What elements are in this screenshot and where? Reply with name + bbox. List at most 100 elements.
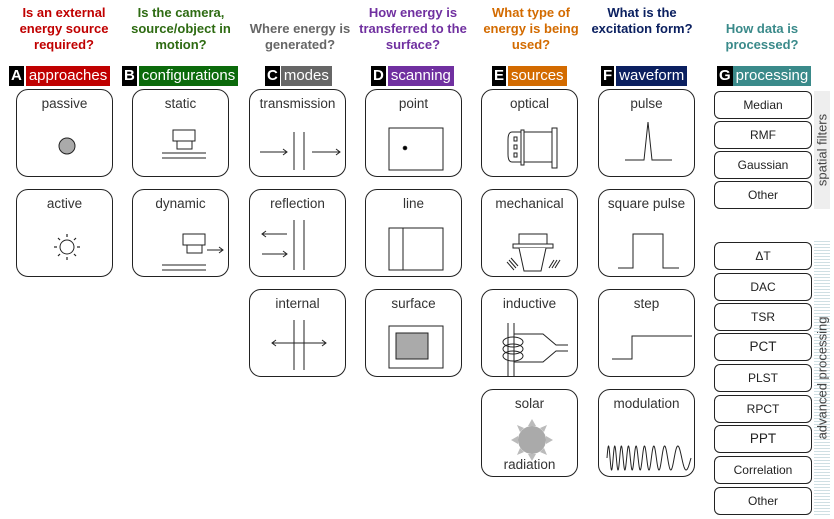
letter-b: B	[122, 66, 137, 86]
method-pct-button[interactable]: PCT	[714, 333, 812, 361]
letter-a: A	[9, 66, 24, 86]
method-rpct-button[interactable]: RPCT	[714, 395, 812, 423]
question-b: Is the camera, source/object in motion?	[131, 5, 231, 52]
card-title: internal	[275, 296, 320, 311]
card-title: mechanical	[495, 196, 564, 211]
label-text-b: configurations	[138, 66, 239, 86]
letter-d: D	[371, 66, 386, 86]
method-rmf-button[interactable]: RMF	[714, 121, 812, 149]
label-text-g: processing	[732, 66, 812, 86]
passive-dot-icon	[58, 137, 76, 155]
letter-e: E	[492, 66, 507, 86]
question-c: Where energy is generated?	[249, 21, 351, 52]
optical-lamp-icon	[507, 127, 558, 169]
card-optical[interactable]: optical	[481, 89, 578, 177]
label-text-d: scanning	[387, 66, 454, 86]
modulation-wave-icon	[606, 445, 692, 471]
card-dynamic[interactable]: dynamic	[132, 189, 229, 277]
question-d: How energy is transferred to the surface…	[359, 5, 467, 52]
card-title: reflection	[270, 196, 325, 211]
card-title: dynamic	[155, 196, 206, 211]
method-tsr-button[interactable]: TSR	[714, 303, 812, 331]
card-title: surface	[391, 296, 436, 311]
method-other-filter-button[interactable]: Other	[714, 181, 812, 209]
dynamic-camera-icon	[162, 233, 224, 271]
method-dac-button[interactable]: DAC	[714, 273, 812, 301]
surface-scan-icon	[388, 325, 444, 369]
card-title: solar	[514, 396, 545, 411]
reflection-icon	[261, 220, 305, 270]
active-sun-icon	[54, 234, 80, 260]
card-surface[interactable]: surface	[365, 289, 462, 377]
card-modulation[interactable]: modulation	[598, 389, 695, 477]
card-solar[interactable]: solar radiation	[481, 389, 578, 477]
static-camera-icon	[162, 129, 206, 159]
pulse-wave-icon	[625, 121, 672, 161]
question-f: What is the excitation form?	[591, 5, 693, 36]
card-square-pulse[interactable]: square pulse	[598, 189, 695, 277]
card-title: static	[164, 96, 197, 111]
card-title: modulation	[613, 396, 680, 411]
card-title: passive	[41, 96, 88, 111]
spatial-filters-band: spatial filters	[814, 91, 830, 209]
label-text-c: modes	[280, 66, 332, 86]
spatial-filters-title: spatial filters	[814, 113, 830, 187]
method-correlation-button[interactable]: Correlation	[714, 456, 812, 484]
method-delta-t-button[interactable]: ΔT	[714, 242, 812, 270]
card-title: square pulse	[607, 196, 686, 211]
label-text-e: sources	[508, 66, 567, 86]
question-e: What type of energy is being used?	[483, 5, 579, 52]
card-title: step	[633, 296, 660, 311]
line-scan-icon	[388, 227, 444, 271]
internal-icon	[271, 320, 327, 370]
card-internal[interactable]: internal	[249, 289, 346, 377]
method-plst-button[interactable]: PLST	[714, 364, 812, 392]
solar-sun-icon	[511, 419, 553, 461]
card-step[interactable]: step	[598, 289, 695, 377]
card-point[interactable]: point	[365, 89, 462, 177]
card-title: line	[402, 196, 424, 211]
card-title: point	[398, 96, 429, 111]
card-subtitle: radiation	[503, 457, 556, 472]
letter-f: F	[601, 66, 615, 86]
letter-g: G	[717, 66, 733, 86]
card-reflection[interactable]: reflection	[249, 189, 346, 277]
method-median-button[interactable]: Median	[714, 91, 812, 119]
question-a: Is an external energy source required?	[19, 5, 109, 52]
card-title: inductive	[502, 296, 557, 311]
step-wave-icon	[612, 335, 692, 360]
card-static[interactable]: static	[132, 89, 229, 177]
card-title: active	[46, 196, 83, 211]
mechanical-shaker-icon	[506, 233, 561, 272]
card-title: transmission	[259, 96, 336, 111]
transmission-icon	[260, 132, 341, 170]
advanced-processing-band: advanced processing	[814, 241, 830, 515]
advanced-processing-title: advanced processing	[814, 316, 830, 440]
card-transmission[interactable]: transmission	[249, 89, 346, 177]
card-line[interactable]: line	[365, 189, 462, 277]
card-title: pulse	[630, 96, 663, 111]
label-text-a: approaches	[25, 66, 111, 86]
method-ppt-button[interactable]: PPT	[714, 425, 812, 453]
card-mechanical[interactable]: mechanical	[481, 189, 578, 277]
question-g: How data is processed?	[725, 21, 799, 52]
card-pulse[interactable]: pulse	[598, 89, 695, 177]
card-title: optical	[509, 96, 550, 111]
inductive-coil-icon	[502, 323, 568, 376]
card-active[interactable]: active	[16, 189, 113, 277]
card-passive[interactable]: passive	[16, 89, 113, 177]
label-text-f: waveform	[616, 66, 688, 86]
method-other-advanced-button[interactable]: Other	[714, 487, 812, 515]
point-scan-icon	[388, 127, 444, 171]
letter-c: C	[265, 66, 280, 86]
card-inductive[interactable]: inductive	[481, 289, 578, 377]
method-gaussian-button[interactable]: Gaussian	[714, 151, 812, 179]
